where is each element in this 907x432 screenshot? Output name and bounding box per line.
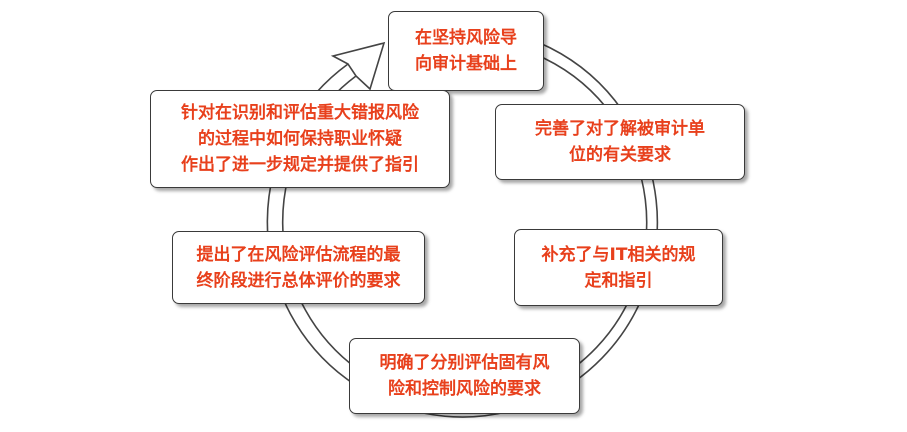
step-overall-evaluation: 提出了在风险评估流程的最 终阶段进行总体评价的要求	[172, 231, 425, 304]
step-risk-oriented-audit: 在坚持风险导 向审计基础上	[388, 11, 544, 91]
step-professional-skepticism: 针对在识别和评估重大错报风险 的过程中如何保持职业怀疑 作出了进一步规定并提供了…	[150, 90, 450, 188]
step-understand-entity: 完善了对了解被审计单 位的有关要求	[495, 104, 745, 180]
step-it-guidance: 补充了与IT相关的规 定和指引	[514, 229, 723, 306]
arrowhead	[330, 41, 386, 91]
step-inherent-control-risk: 明确了分别评估固有风 险和控制风险的要求	[349, 338, 580, 414]
